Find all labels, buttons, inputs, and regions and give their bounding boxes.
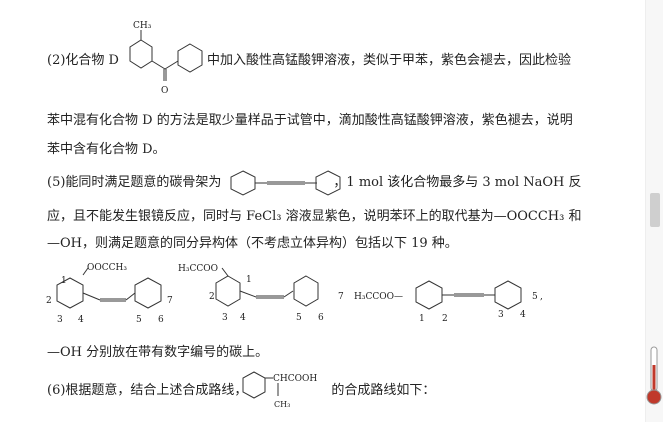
s2-num-7: 7 xyxy=(338,292,344,302)
p5-prefix: (5)能同时满足题意的碳骨架为 xyxy=(47,175,222,190)
isomer-structure-3: H₃CCOO— 1 2 3 4 5 , xyxy=(354,280,543,324)
s1-num-5: 5 xyxy=(136,315,142,325)
p6-target-structure: CHCOOH CH₃ xyxy=(242,371,317,409)
p2-line-1: (2)化合物 D 中加入酸性高锰酸钾溶液，类似于甲苯，紫色会褪去，因此检验 xyxy=(47,52,571,70)
document-page: (2)化合物 D 中加入酸性高锰酸钾溶液，类似于甲苯，紫色会褪去，因此检验 CH₃… xyxy=(46,21,582,409)
carbonyl-o-label: O xyxy=(161,86,168,96)
s2-num-2: 2 xyxy=(209,292,215,302)
s1-num-6: 6 xyxy=(158,315,164,325)
p2-line-2: 苯中混有化合物 D 的方法是取少量样品于试管中，滴加酸性高锰酸钾溶液，紫色褪去，… xyxy=(47,113,573,128)
thermometer-icon xyxy=(646,346,662,405)
s2-group: H₃CCOO xyxy=(178,264,218,274)
p5-line-2: 应，且不能发生银镜反应，同时与 FeCl₃ 溶液显紫色，说明苯环上的取代基为—O… xyxy=(47,209,582,224)
isomer-structure-2: H₃CCOO 1 2 3 4 5 6 7 xyxy=(178,264,344,323)
p6-suffix: 的合成路线如下： xyxy=(331,383,436,398)
isomer-structure-1: OOCCH₃ 1 2 3 4 5 6 7 xyxy=(46,263,173,325)
s3-num-3: 3 xyxy=(498,310,504,320)
p6-ch3: CH₃ xyxy=(274,400,290,409)
s3-num-4: 4 xyxy=(520,310,526,320)
s3-num-1: 1 xyxy=(419,314,425,324)
p5-line-1: (5)能同时满足题意的碳骨架为 ，1 mol 该化合物最多与 3 mol NaOH… xyxy=(47,174,582,192)
s1-num-4: 4 xyxy=(78,315,84,325)
s1-num-1: 1 xyxy=(61,276,67,286)
p2-suffix: 中加入酸性高锰酸钾溶液，类似于甲苯，紫色会褪去，因此检验 xyxy=(206,53,571,68)
p6-line: (6)根据题意，结合上述合成路线， 的合成路线如下： xyxy=(47,382,435,400)
s2-num-3: 3 xyxy=(222,313,228,323)
s2-num-1: 1 xyxy=(246,275,252,285)
s1-group: OOCCH₃ xyxy=(87,263,127,273)
s1-num-2: 2 xyxy=(46,296,52,306)
s1-num-3: 3 xyxy=(57,315,63,325)
p2-line-3: 苯中含有化合物 D。 xyxy=(47,142,166,157)
s3-num-5: 5 xyxy=(532,292,538,302)
p2-prefix: (2)化合物 D xyxy=(47,53,119,68)
s2-num-5: 5 xyxy=(296,313,302,323)
scrollbar-thumb[interactable] xyxy=(650,193,660,227)
s1-num-7: 7 xyxy=(167,296,173,306)
p5-suffix: ，1 mol 该化合物最多与 3 mol NaOH 反 xyxy=(333,175,582,190)
p5-line-3: —OH，则满足题意的同分异构体（不考虑立体异构）包括以下 19 种。 xyxy=(47,236,458,251)
ch3-label: CH₃ xyxy=(133,21,152,31)
s3-num-2: 2 xyxy=(442,314,448,324)
s3-group: H₃CCOO— xyxy=(354,292,403,302)
p6-group: CHCOOH xyxy=(273,374,317,384)
carbon-skeleton-structure xyxy=(230,170,341,196)
isomer-note: —OH 分别放在带有数字编号的碳上。 xyxy=(47,345,269,360)
s3-trail: , xyxy=(540,292,543,302)
s2-num-6: 6 xyxy=(318,313,324,323)
compound-d-structure: CH₃ O xyxy=(129,21,203,96)
p6-prefix: (6)根据题意，结合上述合成路线， xyxy=(47,383,248,398)
s2-num-4: 4 xyxy=(240,313,246,323)
